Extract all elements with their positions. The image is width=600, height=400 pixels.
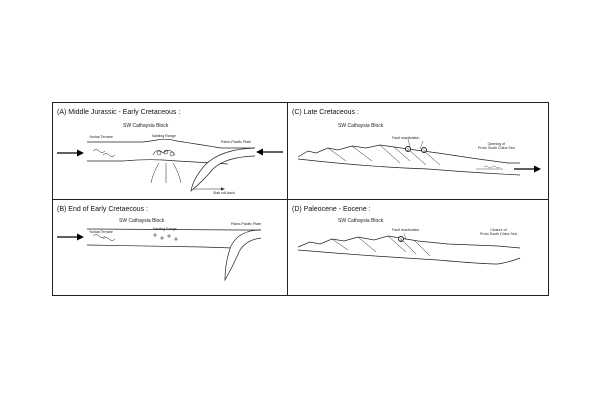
panel-divider-horizontal bbox=[53, 199, 548, 200]
subducting-slab bbox=[224, 229, 262, 282]
panel-b-nanling-label: Nanling Range bbox=[153, 227, 177, 231]
panel-b-drawing bbox=[57, 228, 262, 282]
panel-a-nanling-label: Nanling Range bbox=[152, 134, 176, 138]
panel-c: (C) Late Cretaceous : SW Cathaysia Block… bbox=[288, 103, 550, 199]
tectonic-evolution-figure: (A) Middle Jurassic - Early Cretaceous :… bbox=[52, 102, 549, 296]
panel-a: (A) Middle Jurassic - Early Cretaceous :… bbox=[53, 103, 287, 199]
magma-upwelling-arrow bbox=[172, 162, 182, 184]
panel-d-fault-label: Fault reactivation bbox=[392, 228, 420, 232]
fault-lines bbox=[331, 235, 431, 257]
subducting-slab bbox=[190, 147, 256, 192]
panel-c-fault-label: Fault reactivation bbox=[392, 136, 420, 140]
terrane-wave-mark bbox=[102, 153, 116, 157]
crust-bottom-line bbox=[297, 249, 521, 265]
panel-b: (B) End of Early Cretaecous : SW Cathays… bbox=[53, 200, 287, 297]
slab-rollback-arrowhead bbox=[221, 187, 225, 191]
magma-upwelling-arrow bbox=[150, 162, 160, 184]
compression-arrowhead-left bbox=[77, 149, 84, 157]
terrane-wave-mark bbox=[92, 149, 106, 153]
fault-reactivation-pointer bbox=[419, 140, 424, 150]
crust-top-line bbox=[297, 144, 520, 164]
panel-c-block-label: SW Cathaysia Block bbox=[338, 123, 384, 129]
panel-a-block-label: SW Cathaysia Block bbox=[123, 123, 169, 129]
panel-c-drawing bbox=[297, 138, 541, 176]
panel-d-title: (D) Paleocene - Eocene : bbox=[292, 206, 371, 213]
magma-body bbox=[152, 150, 176, 156]
compression-arrowhead-right bbox=[256, 148, 263, 156]
terrane-wave-mark bbox=[102, 237, 116, 241]
granite-intrusion bbox=[156, 150, 162, 156]
marker-number-1: 1 bbox=[421, 147, 427, 153]
crust-bottom-line bbox=[297, 158, 521, 176]
panel-a-title: (A) Middle Jurassic - Early Cretaceous : bbox=[57, 109, 181, 116]
panel-c-title: (C) Late Cretaceous : bbox=[292, 109, 359, 116]
extension-arrowhead-right bbox=[534, 165, 541, 173]
sea-floor-marks bbox=[476, 165, 503, 170]
panel-d: (D) Paleocene - Eocene : SW Cathaysia Bl… bbox=[288, 200, 550, 297]
panel-b-block-label: SW Cathaysia Block bbox=[119, 218, 165, 224]
marker-number-3: 3 bbox=[398, 236, 404, 242]
panel-a-plate-label: Paleo-Pacific Plate bbox=[221, 140, 252, 144]
panel-b-title: (B) End of Early Cretaecous : bbox=[57, 206, 149, 213]
compression-arrowhead-left bbox=[77, 233, 84, 241]
fault-lines bbox=[327, 144, 441, 166]
granite-intrusion bbox=[169, 151, 175, 157]
panel-a-drawing bbox=[57, 138, 283, 192]
panel-b-plate-label: Paleo-Pacific Plate bbox=[231, 222, 262, 226]
crust-top-line bbox=[297, 235, 521, 249]
panel-c-opening-label: Opening of Proto South China Sea bbox=[478, 142, 515, 150]
panel-b-yunkai-label: Yunkai Terrane bbox=[89, 230, 113, 234]
panel-d-closure-label: Closure of Proto South China Sea bbox=[480, 228, 517, 236]
fault-reactivation-pointer bbox=[403, 232, 407, 241]
crust-bottom-line bbox=[86, 244, 234, 249]
granite-intrusion bbox=[163, 149, 169, 155]
panel-d-drawing bbox=[297, 232, 521, 265]
crust-top-line bbox=[87, 138, 255, 149]
panel-a-yunkai-label: Yunkai Terrane bbox=[89, 135, 113, 139]
crust-bottom-line bbox=[87, 159, 229, 165]
granite-plus-marks bbox=[153, 233, 178, 241]
marker-number-2: 2 bbox=[405, 146, 411, 152]
terrane-wave-mark bbox=[92, 234, 106, 238]
panel-a-rollback-label: Slab roll-back bbox=[213, 191, 235, 195]
fault-reactivation-pointer bbox=[407, 138, 411, 148]
panel-d-block-label: SW Cathaysia Block bbox=[338, 218, 384, 224]
